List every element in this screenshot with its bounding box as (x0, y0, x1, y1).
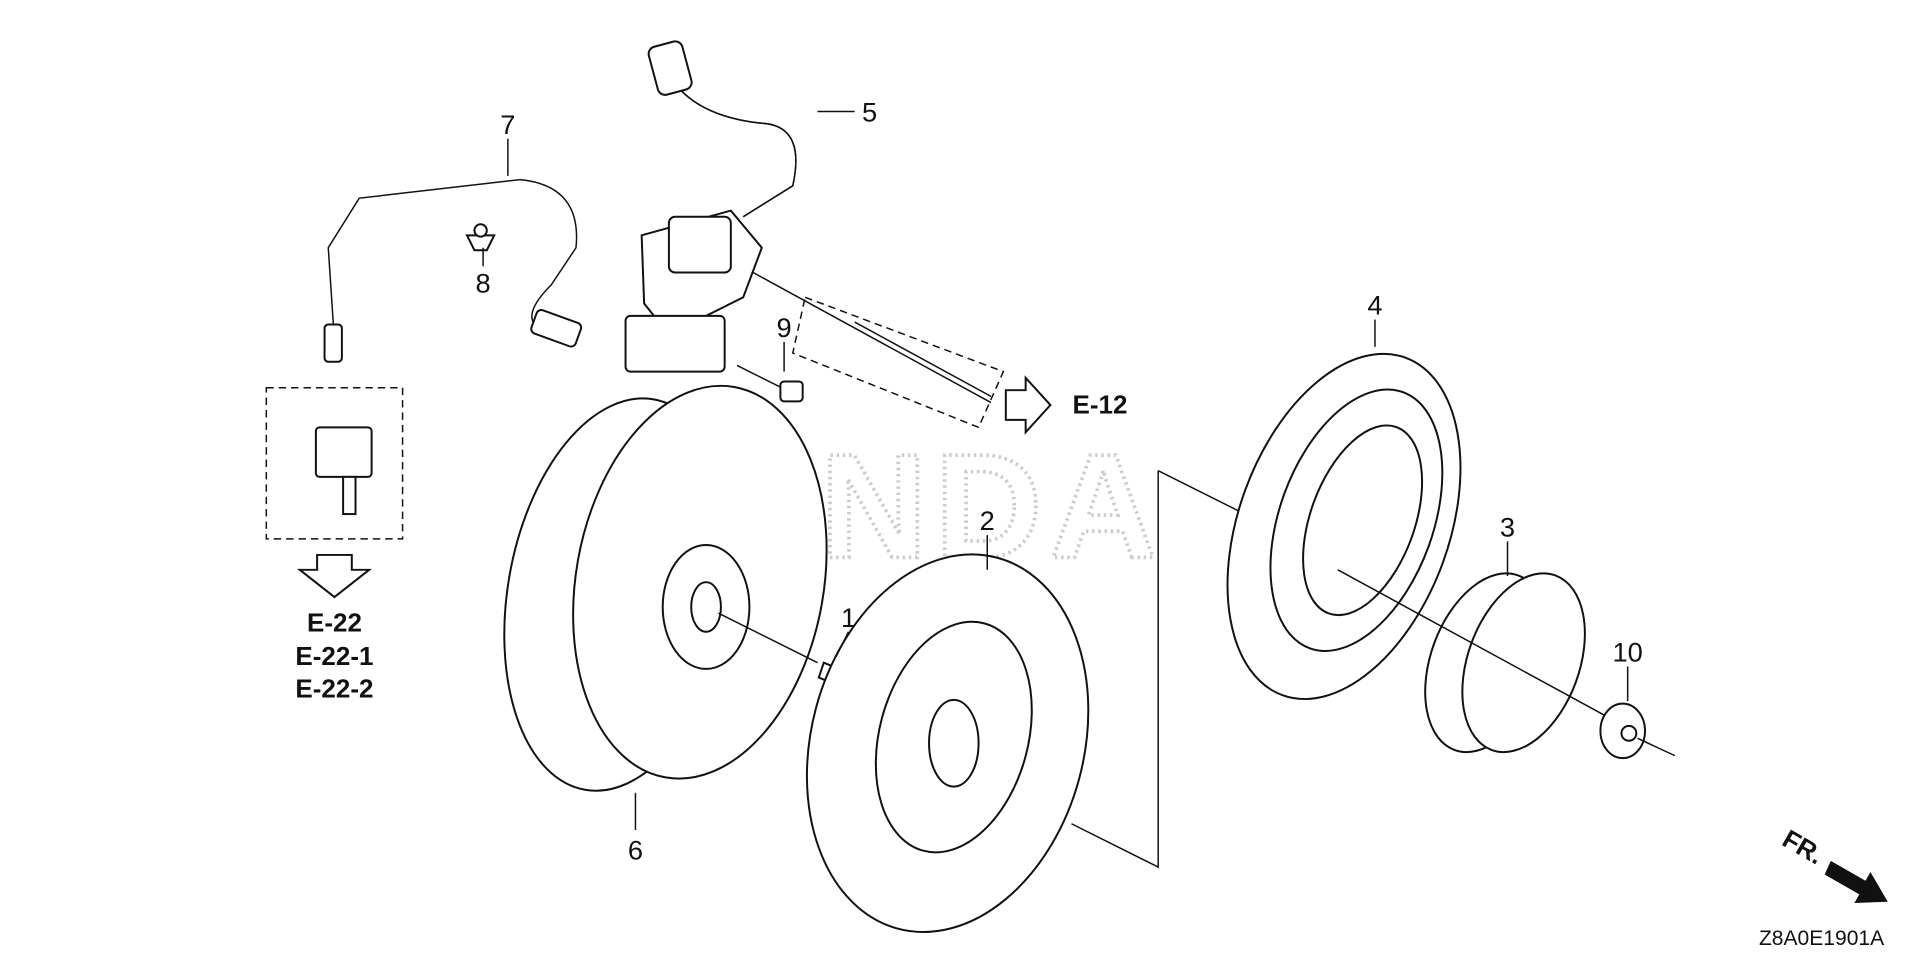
ref-e22[interactable]: E-22 (307, 608, 362, 638)
part-3-starter-cup[interactable] (1402, 556, 1607, 769)
part-9-bolt[interactable] (736, 364, 804, 403)
arrow-right-icon (1004, 375, 1052, 435)
callout-6[interactable]: 6 (628, 835, 643, 866)
callout-8[interactable]: 8 (476, 267, 491, 298)
arrow-down-icon (296, 553, 373, 599)
callout-10[interactable]: 10 (1613, 636, 1643, 667)
part-5-ignition-coil[interactable] (640, 40, 797, 336)
callout-5[interactable]: 5 (862, 96, 877, 127)
e12-stud-bolts[interactable] (854, 321, 992, 398)
callout-1[interactable]: 1 (841, 602, 856, 633)
callout-3[interactable]: 3 (1500, 511, 1515, 542)
part-10-nut[interactable] (1599, 702, 1646, 760)
callout-7[interactable]: 7 (500, 109, 515, 140)
e22-component-box (265, 386, 404, 540)
bracket-line (1071, 470, 1159, 869)
part-6-housing[interactable] (475, 314, 856, 809)
front-direction-indicator: FR. (1777, 823, 1888, 904)
front-arrow-icon (1824, 860, 1888, 904)
callout-2[interactable]: 2 (980, 505, 995, 536)
part-8-clip[interactable] (465, 223, 496, 252)
ref-e22-1[interactable]: E-22-1 (295, 641, 373, 671)
diagram-code: Z8A0E1901A (1759, 927, 1884, 950)
e22-component[interactable] (314, 426, 373, 516)
direction-label: FR. (1777, 823, 1828, 870)
part-4-pulley[interactable] (1184, 322, 1505, 732)
part-7-wire[interactable] (323, 178, 583, 363)
callout-9[interactable]: 9 (777, 312, 792, 343)
callout-4[interactable]: 4 (1367, 290, 1382, 321)
e12-bolt-box (791, 296, 1005, 429)
part-2-flywheel[interactable] (766, 523, 1129, 960)
ref-e12[interactable]: E-12 (1073, 390, 1128, 420)
ref-e22-2[interactable]: E-22-2 (295, 673, 373, 703)
